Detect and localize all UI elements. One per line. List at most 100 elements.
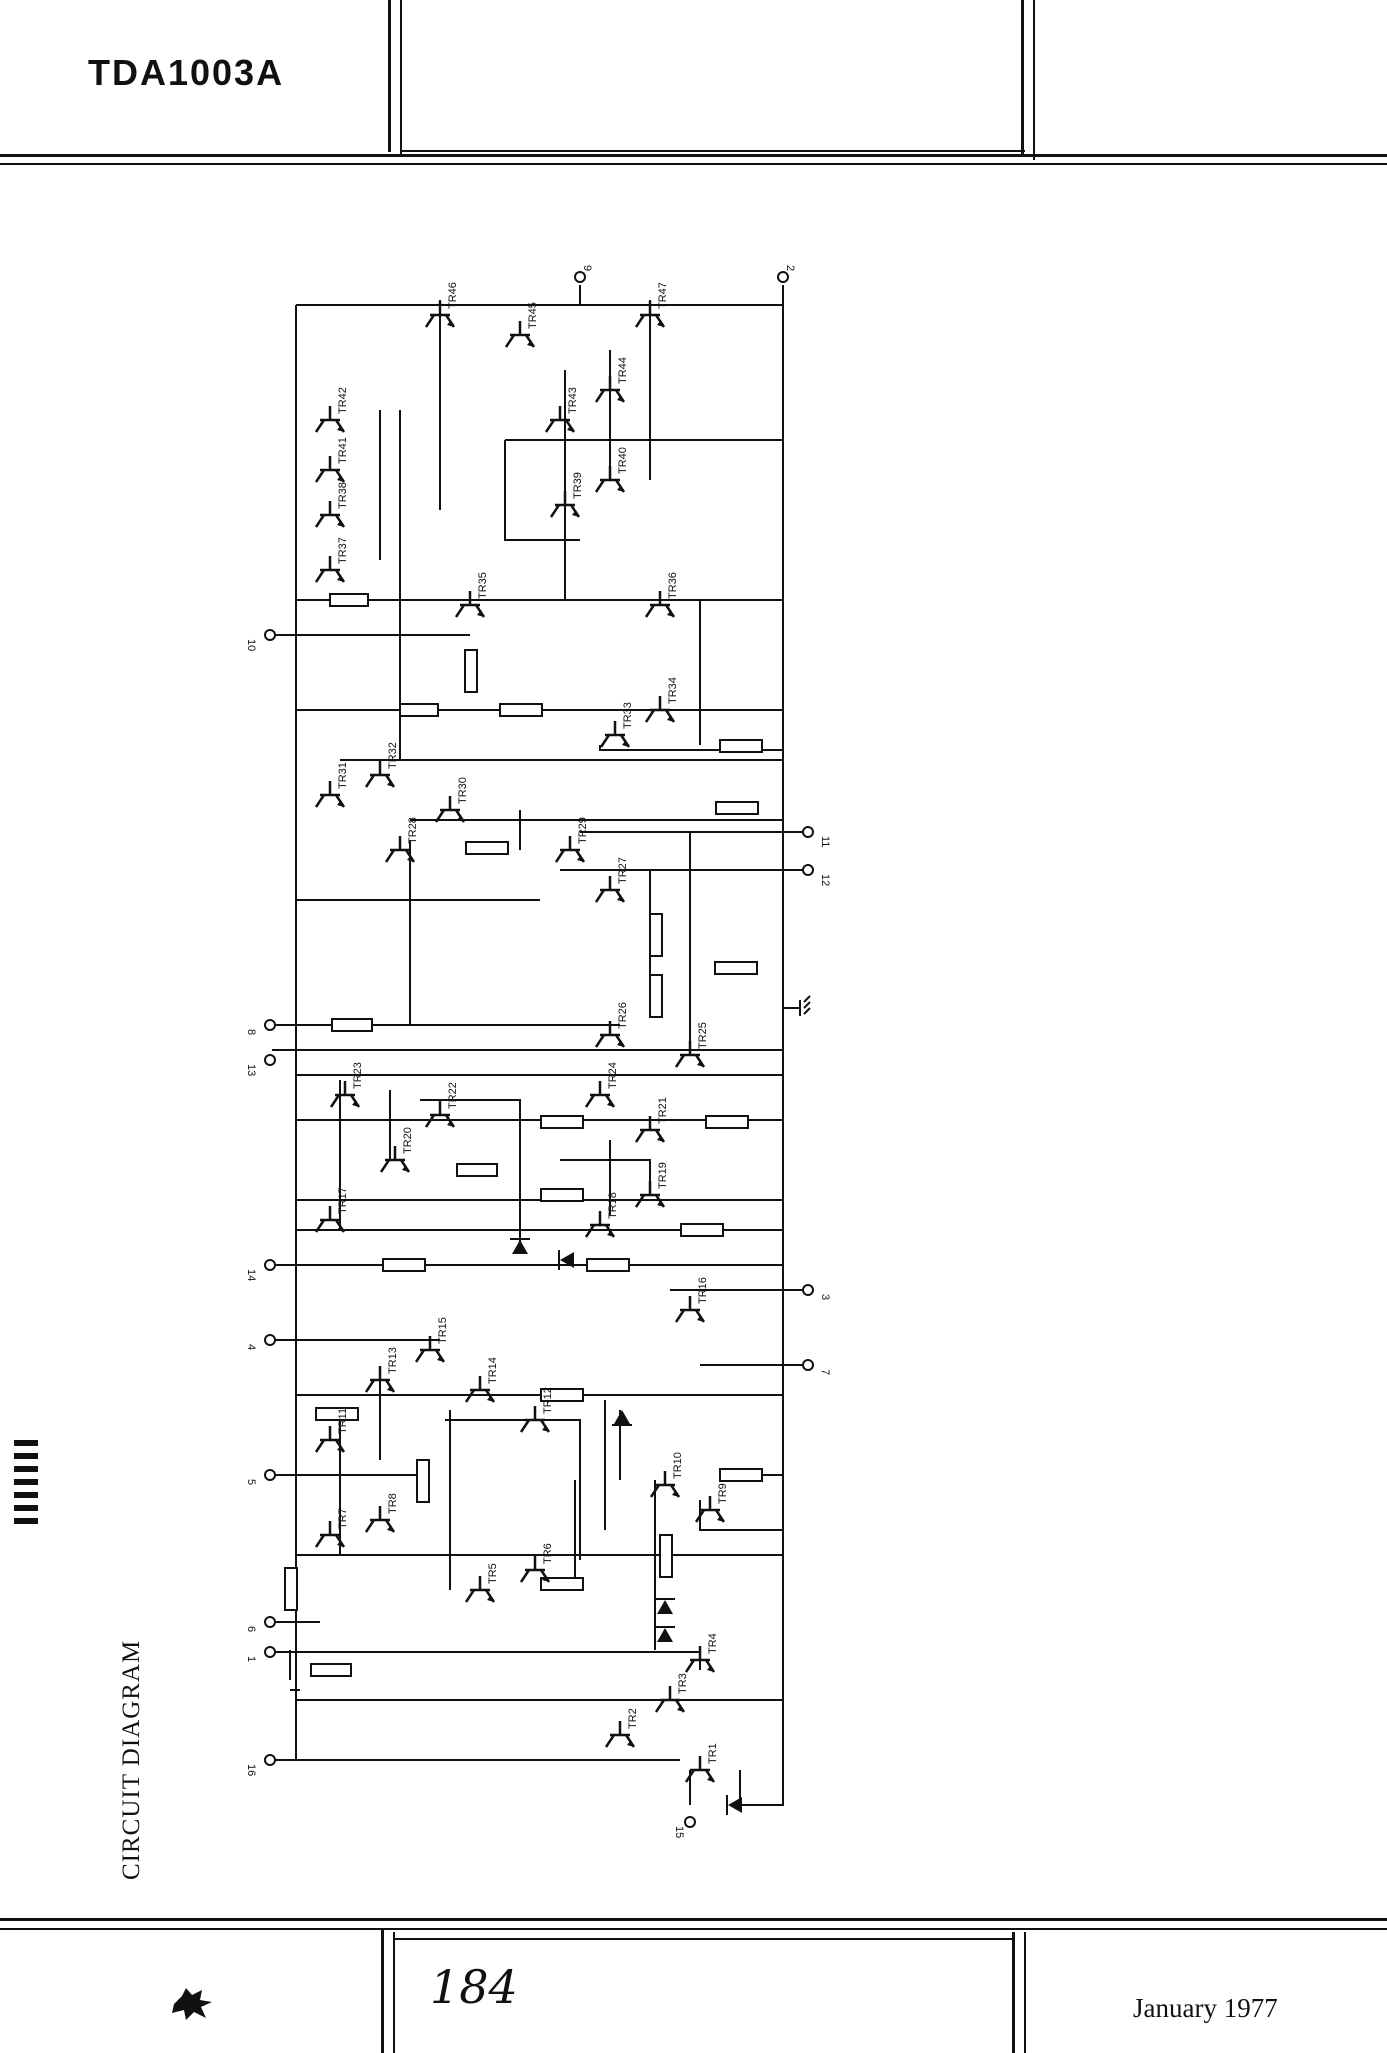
pin-11-terminal [802, 826, 814, 838]
pin-4-label: 4 [245, 1344, 257, 1350]
pin-10-label: 10 [245, 639, 257, 651]
pin-14-terminal [264, 1259, 276, 1271]
ink-blot [172, 1988, 212, 2020]
transistor-label: TR29 [577, 817, 589, 844]
transistor-label: TR44 [617, 357, 629, 384]
transistor-label: TR4 [707, 1633, 719, 1654]
transistor-tr22: TR22 [424, 1082, 459, 1128]
transistor-tr33: TR33 [599, 702, 634, 748]
transistor-tr39: TR39 [549, 472, 584, 518]
transistor-label: TR45 [527, 302, 539, 329]
transistor-label: TR16 [697, 1277, 709, 1304]
transistor-label: TR19 [657, 1162, 669, 1189]
transistor-label: TR37 [337, 537, 349, 564]
transistor-tr17: TR17 [314, 1187, 349, 1233]
transistor-label: TR3 [677, 1673, 689, 1694]
pin-14-label: 14 [245, 1269, 257, 1281]
transistor-label: TR18 [607, 1192, 619, 1219]
transistor-tr46: TR46 [424, 282, 459, 328]
pin-5-label: 5 [245, 1479, 257, 1485]
pin-16-label: 16 [245, 1764, 257, 1776]
pin-6-label: 6 [245, 1626, 257, 1632]
transistor-tr45: TR45 [504, 302, 539, 348]
footer-top-rule [0, 1918, 1387, 1921]
transistor-label: TR35 [477, 572, 489, 599]
handwritten-note: 184 [430, 1960, 518, 2014]
pin-12-label: 12 [819, 874, 831, 886]
transistor-label: TR13 [387, 1347, 399, 1374]
transistor-label: TR20 [402, 1127, 414, 1154]
pin-6-terminal [264, 1616, 276, 1628]
transistor-label: TR46 [447, 282, 459, 309]
transistor-label: TR14 [487, 1357, 499, 1384]
transistor-tr4: TR4 [684, 1633, 719, 1673]
transistor-tr11: TR11 [314, 1408, 349, 1453]
transistor-tr35: TR35 [454, 572, 489, 618]
transistor-label: TR41 [337, 437, 349, 464]
transistor-tr1: TR1 [684, 1743, 719, 1783]
transistor-tr5: TR5 [464, 1563, 499, 1603]
pin-7-terminal [802, 1359, 814, 1371]
transistor-tr18: TR18 [584, 1192, 619, 1238]
header-divider-3 [1021, 0, 1024, 155]
transistor-label: TR7 [337, 1508, 349, 1529]
transistor-label: TR31 [337, 762, 349, 789]
transistor-label: TR21 [657, 1097, 669, 1124]
transistor-label: TR42 [337, 387, 349, 414]
pin-5-terminal [264, 1469, 276, 1481]
transistor-tr21: TR21 [634, 1097, 669, 1143]
resistors [284, 593, 763, 1677]
transistor-tr6: TR6 [519, 1543, 554, 1583]
transistor-label: TR10 [672, 1452, 684, 1479]
pin-2-label: 2 [784, 265, 796, 271]
transistor-label: TR11 [337, 1408, 349, 1434]
transistor-tr8: TR8 [364, 1493, 399, 1533]
pin-1-terminal [264, 1646, 276, 1658]
pin-8-label: 8 [245, 1029, 257, 1035]
ground-rail [740, 300, 784, 1806]
footer-divider-1 [381, 1930, 384, 2053]
transistor-tr38: TR38 [314, 482, 349, 528]
transistor-tr27: TR27 [594, 857, 629, 903]
transistor-tr14: TR14 [464, 1357, 499, 1403]
transistor-label: TR12 [542, 1387, 554, 1414]
pin-3-terminal [802, 1284, 814, 1296]
transistor-label: TR6 [542, 1543, 554, 1564]
pin-13-terminal [264, 1054, 276, 1066]
transistor-tr2: TR2 [604, 1708, 639, 1748]
transistor-label: TR30 [457, 777, 469, 804]
transistor-label: TR2 [627, 1708, 639, 1729]
transistor-label: TR24 [607, 1062, 619, 1089]
transistor-tr26: TR26 [594, 1002, 629, 1048]
transistor-tr47: TR47 [634, 282, 669, 328]
transistor-tr31: TR31 [314, 762, 349, 808]
transistor-label: TR39 [572, 472, 584, 499]
transistor-tr15: TR15 [414, 1317, 449, 1363]
pin-4-terminal [264, 1334, 276, 1346]
pin-9-terminal [574, 271, 586, 283]
pin-1-label: 1 [245, 1656, 257, 1662]
transistor-tr42: TR42 [314, 387, 349, 433]
transistor-tr24: TR24 [584, 1062, 619, 1108]
transistor-tr7: TR7 [314, 1508, 349, 1548]
pin-11-label: 11 [819, 836, 831, 847]
transistor-tr36: TR36 [644, 572, 679, 618]
footer-divider-2 [393, 1932, 395, 2053]
pin-3-label: 3 [819, 1294, 831, 1300]
pin-10-terminal [264, 629, 276, 641]
transistor-label: TR25 [697, 1022, 709, 1049]
issue-date: January 1977 [1133, 1993, 1278, 2023]
header-divider-2 [400, 0, 402, 155]
transistor-label: TR8 [387, 1493, 399, 1514]
transistor-label: TR1 [707, 1743, 719, 1764]
transistor-label: TR9 [717, 1483, 729, 1504]
transistor-label: TR38 [337, 482, 349, 509]
pin-15-label: 15 [673, 1826, 685, 1838]
pin-2-terminal [777, 271, 789, 283]
transistor-label: TR34 [667, 677, 679, 704]
transistor-tr41: TR41 [314, 437, 349, 483]
transistor-tr32: TR32 [364, 742, 399, 788]
transistor-label: TR22 [447, 1082, 459, 1109]
transistor-tr9: TR9 [694, 1483, 729, 1523]
